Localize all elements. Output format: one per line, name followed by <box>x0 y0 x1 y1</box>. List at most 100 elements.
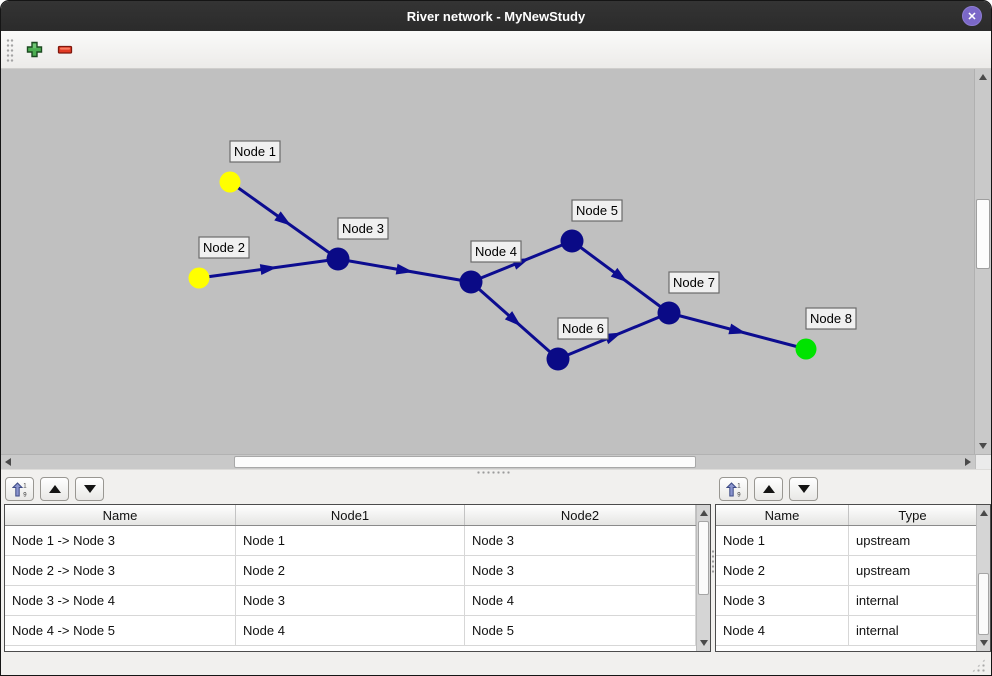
graph-node-node-1[interactable] <box>219 171 241 193</box>
table-cell[interactable]: Node 4 <box>236 616 465 645</box>
table-cell[interactable]: internal <box>849 616 977 645</box>
horizontal-scroll-track[interactable] <box>1 455 975 469</box>
column-header-node2[interactable]: Node2 <box>465 505 696 525</box>
nodes-sort-button[interactable]: 1 9 <box>719 477 748 501</box>
graph-node-node-8[interactable] <box>795 338 817 360</box>
graph-node-node-7[interactable] <box>657 301 681 325</box>
splitter-grip-icon <box>711 549 715 575</box>
table-cell[interactable]: Node 2 <box>236 556 465 585</box>
arrow-down-icon <box>979 443 988 449</box>
svg-text:9: 9 <box>23 492 27 498</box>
node-label-box[interactable] <box>229 140 281 163</box>
graph-node-node-3[interactable] <box>326 247 350 271</box>
table-cell[interactable]: Node 3 <box>716 586 849 615</box>
links-move-down-button[interactable] <box>75 477 104 501</box>
node-label-text: Node 4 <box>475 244 517 259</box>
node-label-text: Node 7 <box>673 275 715 290</box>
node-label-box[interactable] <box>571 199 623 222</box>
graph-node-node-2[interactable] <box>188 267 210 289</box>
graph-node-node-6[interactable] <box>546 347 570 371</box>
edge-arrow-icon <box>504 311 522 327</box>
table-cell[interactable]: upstream <box>849 526 977 555</box>
node-label-box[interactable] <box>470 240 522 263</box>
node-label-box[interactable] <box>668 271 720 294</box>
scroll-up-button[interactable] <box>975 70 991 84</box>
node-label-box[interactable] <box>805 307 857 330</box>
column-header-name[interactable]: Name <box>716 505 849 525</box>
nodes-move-down-button[interactable] <box>789 477 818 501</box>
svg-text:1: 1 <box>737 483 741 489</box>
table-row-partial <box>716 646 990 651</box>
scroll-left-button[interactable] <box>1 455 15 469</box>
links-sort-button[interactable]: 1 9 <box>5 477 34 501</box>
node-label-box[interactable] <box>198 236 250 259</box>
scroll-up-button[interactable] <box>977 506 990 520</box>
column-header-name[interactable]: Name <box>5 505 236 525</box>
table-cell[interactable]: Node 1 -> Node 3 <box>5 526 236 555</box>
table-cell[interactable]: Node 3 <box>236 586 465 615</box>
graph-node-node-4[interactable] <box>459 270 483 294</box>
toolbar-grip-handle[interactable] <box>6 37 14 62</box>
close-button[interactable]: ✕ <box>962 6 982 26</box>
canvas-vertical-scrollbar[interactable] <box>974 69 991 454</box>
status-bar <box>1 652 991 675</box>
scroll-down-button[interactable] <box>975 439 991 453</box>
scroll-right-button[interactable] <box>961 455 975 469</box>
horizontal-scroll-thumb[interactable] <box>234 456 696 468</box>
titlebar[interactable]: River network - MyNewStudy ✕ <box>1 1 991 31</box>
column-header-type[interactable]: Type <box>849 505 977 525</box>
table-cell[interactable]: upstream <box>849 556 977 585</box>
table-cell[interactable]: Node 1 <box>716 526 849 555</box>
table-cell[interactable]: Node 4 -> Node 5 <box>5 616 236 645</box>
table-cell[interactable]: Node 1 <box>236 526 465 555</box>
table-cell[interactable]: Node 2 <box>716 556 849 585</box>
table-cell[interactable]: Node 3 -> Node 4 <box>5 586 236 615</box>
scroll-up-button[interactable] <box>697 506 710 520</box>
table-cell[interactable]: Node 2 -> Node 3 <box>5 556 236 585</box>
nodes-move-up-button[interactable] <box>754 477 783 501</box>
table-cell[interactable]: internal <box>849 586 977 615</box>
links-table-scrollbar[interactable] <box>696 505 710 651</box>
nodes-scroll-thumb[interactable] <box>978 573 989 635</box>
vertical-splitter[interactable] <box>711 474 715 652</box>
table-cell[interactable]: Node 5 <box>465 616 696 645</box>
node-label-box[interactable] <box>557 317 609 340</box>
horizontal-splitter[interactable] <box>1 469 991 474</box>
remove-link-button[interactable] <box>55 42 76 58</box>
edge-arrow-icon <box>610 267 628 283</box>
graph-node-node-5[interactable] <box>560 229 584 253</box>
links-move-up-button[interactable] <box>40 477 69 501</box>
column-header-node1[interactable]: Node1 <box>236 505 465 525</box>
table-cell[interactable]: Node 3 <box>465 526 696 555</box>
table-cell[interactable]: Node 4 <box>465 586 696 615</box>
node-label-text: Node 1 <box>234 144 276 159</box>
edge-arrow-icon <box>728 323 747 335</box>
arrow-up-icon <box>979 74 988 80</box>
table-cell[interactable]: Node 4 <box>716 616 849 645</box>
canvas-horizontal-scrollbar[interactable] <box>1 454 991 469</box>
scroll-down-button[interactable] <box>697 636 710 650</box>
table-cell[interactable]: Node 3 <box>465 556 696 585</box>
scroll-down-button[interactable] <box>977 636 990 650</box>
nodes-table-scrollbar[interactable] <box>976 505 990 651</box>
node-label-box[interactable] <box>337 217 389 240</box>
resize-grip-icon[interactable] <box>971 658 986 673</box>
links-toolbar: 1 9 <box>1 474 711 504</box>
add-link-button[interactable] <box>24 39 45 60</box>
links-scroll-thumb[interactable] <box>698 521 709 595</box>
vertical-scroll-thumb[interactable] <box>976 199 990 269</box>
